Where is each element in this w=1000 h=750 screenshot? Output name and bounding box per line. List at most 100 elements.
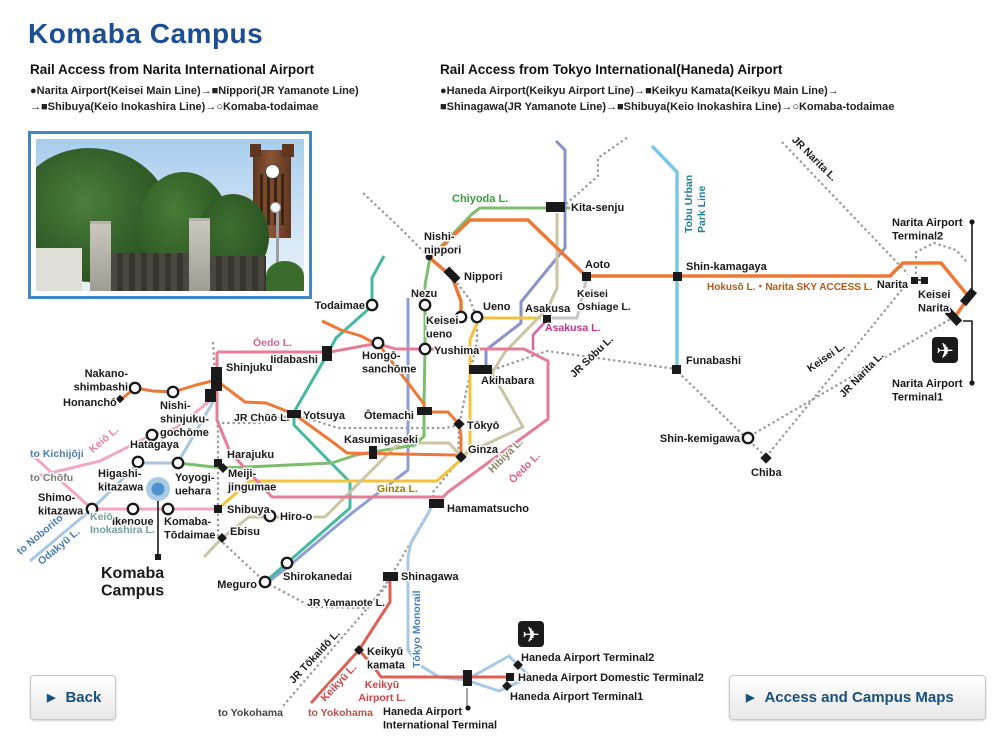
yushima-marker xyxy=(418,342,432,356)
chiyoda-line-label: Chiyoda L. xyxy=(452,193,508,205)
keio-line-label: Keiō L. xyxy=(87,424,122,456)
haneda-terminal2-marker xyxy=(513,660,523,670)
todaimae-marker xyxy=(365,298,379,312)
narita-access-route-line-1: ●Narita Airport(Keisei Main Line)→■Nippo… xyxy=(30,85,359,97)
tokyo-label: Tōkyō xyxy=(467,420,500,432)
nishi-shinjuku-gochome-marker xyxy=(166,385,180,399)
keikyu-kamata-label: kamata xyxy=(367,660,406,672)
line-keisei-oshiage-line xyxy=(552,280,588,320)
hatagaya-marker xyxy=(145,428,159,442)
back-button[interactable]: ▶ Back xyxy=(30,675,116,720)
chiba-label: Chiba xyxy=(751,467,782,479)
lamp-head xyxy=(269,202,281,214)
meiji-jingumae-label: Meiji- xyxy=(228,468,256,480)
line-chiyoda-line xyxy=(177,206,570,470)
higashi-kitazawa-label: Higashi- xyxy=(98,468,142,480)
clock-tower-image xyxy=(250,144,294,238)
ebisu-label: Ebisu xyxy=(230,526,260,538)
aoto-marker xyxy=(582,272,591,281)
shimo-kitazawa-marker xyxy=(85,502,99,516)
ebisu-marker xyxy=(217,533,227,543)
meiji-jingumae-marker xyxy=(218,463,228,473)
haneda-intl-dot-marker xyxy=(465,705,471,711)
oedo-line-label-west: Ōedo L. xyxy=(253,337,292,349)
nishi-shinjuku-gochome-label: gochōme xyxy=(160,427,209,439)
clock-face xyxy=(264,163,280,179)
kasumigaseki-marker xyxy=(369,446,377,459)
ginza-line-label: Ginza L. xyxy=(377,483,418,495)
nishi-nippori-label: nippori xyxy=(424,245,461,257)
jr-sobu-label: JR Sōbu L. xyxy=(568,333,616,380)
nippori-marker xyxy=(443,266,461,284)
access-maps-button-label: Access and Campus Maps xyxy=(764,689,954,706)
ginza-label: Ginza xyxy=(468,444,499,456)
narita-access-heading: Rail Access from Narita International Ai… xyxy=(30,62,315,77)
tokyo-monorail-label: Tōkyo Monorail xyxy=(411,590,423,668)
haneda-domestic-terminal2-marker xyxy=(506,673,514,681)
narita-airplane-icon xyxy=(932,337,958,363)
komaba-campus-pointer-square xyxy=(155,554,161,560)
narita-airport-terminal2-label: Narita Airport xyxy=(892,217,963,229)
haneda-terminal1-marker xyxy=(502,681,512,691)
nippori-label: Nippori xyxy=(464,271,503,283)
meguro-marker xyxy=(258,575,272,589)
funabashi-label: Funabashi xyxy=(686,355,741,367)
hatagaya-label: Hatagaya xyxy=(130,439,180,451)
line-mita-line xyxy=(263,298,410,587)
akihabara-label: Akihabara xyxy=(481,375,535,387)
line-asakusa-line xyxy=(531,321,546,350)
keio-inokashira-label: Inokashira L. xyxy=(90,524,155,536)
nishi-shinjuku-gochome-label: shinjuku- xyxy=(160,414,209,426)
keisei-ueno-label: Keisei xyxy=(426,315,458,327)
haneda-airplane-icon xyxy=(518,621,544,647)
nishi-nippori-label: Nishi- xyxy=(424,231,455,243)
funabashi-marker xyxy=(672,365,681,374)
keisei-junction-b-marker xyxy=(944,308,963,326)
honancho-label: Honanchō xyxy=(63,397,117,409)
nishi-nippori-marker xyxy=(425,253,433,261)
haneda-terminal2-label: Haneda Airport Terminal2 xyxy=(521,652,654,664)
komaba-campus-label: Komaba xyxy=(101,565,164,582)
narita-b-marker xyxy=(921,277,928,284)
honancho-marker xyxy=(115,394,125,404)
meguro-label: Meguro xyxy=(217,579,257,591)
ueno-label: Ueno xyxy=(483,301,511,313)
jr-yamanote-label: JR Yamanote L. xyxy=(307,597,385,609)
hongo-sanchome-marker xyxy=(371,336,385,350)
shinagawa-marker xyxy=(383,572,398,581)
keikyu-kamata-label: Keikyū xyxy=(367,646,403,658)
nezu-marker xyxy=(418,298,432,312)
keisei-oshiage-label: Oshiage L. xyxy=(577,301,631,313)
shin-kemigawa-marker xyxy=(741,431,755,445)
chiba-marker xyxy=(760,452,772,464)
kasumigaseki-label: Kasumigaseki xyxy=(344,434,418,446)
haneda-access-block: Rail Access from Tokyo International(Han… xyxy=(440,62,1000,115)
to-yokohama-keikyu-label: to Yokohama xyxy=(308,707,373,719)
line-oedo-line xyxy=(215,342,550,499)
narita-airport-terminal1-label: Narita Airport xyxy=(892,378,963,390)
narita-a-marker xyxy=(911,277,918,284)
narita-airport-terminal1-marker xyxy=(969,380,975,386)
tower-top-left xyxy=(250,144,262,157)
komaba-todaimae-marker xyxy=(161,502,175,516)
otemachi-label: Ōtemachi xyxy=(364,410,414,422)
shinjuku-label: Shinjuku xyxy=(226,362,272,374)
line-keikyu-line xyxy=(309,580,509,705)
keio-inokashira-label: Keiō xyxy=(90,511,113,523)
keisei-ueno-marker xyxy=(454,310,468,324)
gate-pillar xyxy=(188,218,211,291)
yoyogi-uehara-label: Yoyogi- xyxy=(175,472,215,484)
akihabara-marker xyxy=(469,365,492,374)
ueno-marker xyxy=(470,310,484,324)
asakusa-label: Asakusa xyxy=(525,303,571,315)
hongo-sanchome-label: Hongō- xyxy=(362,350,401,362)
back-arrow-icon: ▶ xyxy=(47,692,56,704)
narita-access-block: Rail Access from Narita International Ai… xyxy=(30,62,430,115)
shimo-kitazawa-label: Shimo- xyxy=(38,492,76,504)
yotsuya-label: Yotsuya xyxy=(303,410,346,422)
access-and-campus-maps-button[interactable]: ▶ Access and Campus Maps xyxy=(729,675,986,720)
back-button-label: Back xyxy=(65,689,102,706)
otemachi-marker xyxy=(417,407,432,415)
keikyu-airport-label: Keikyū xyxy=(365,679,399,691)
